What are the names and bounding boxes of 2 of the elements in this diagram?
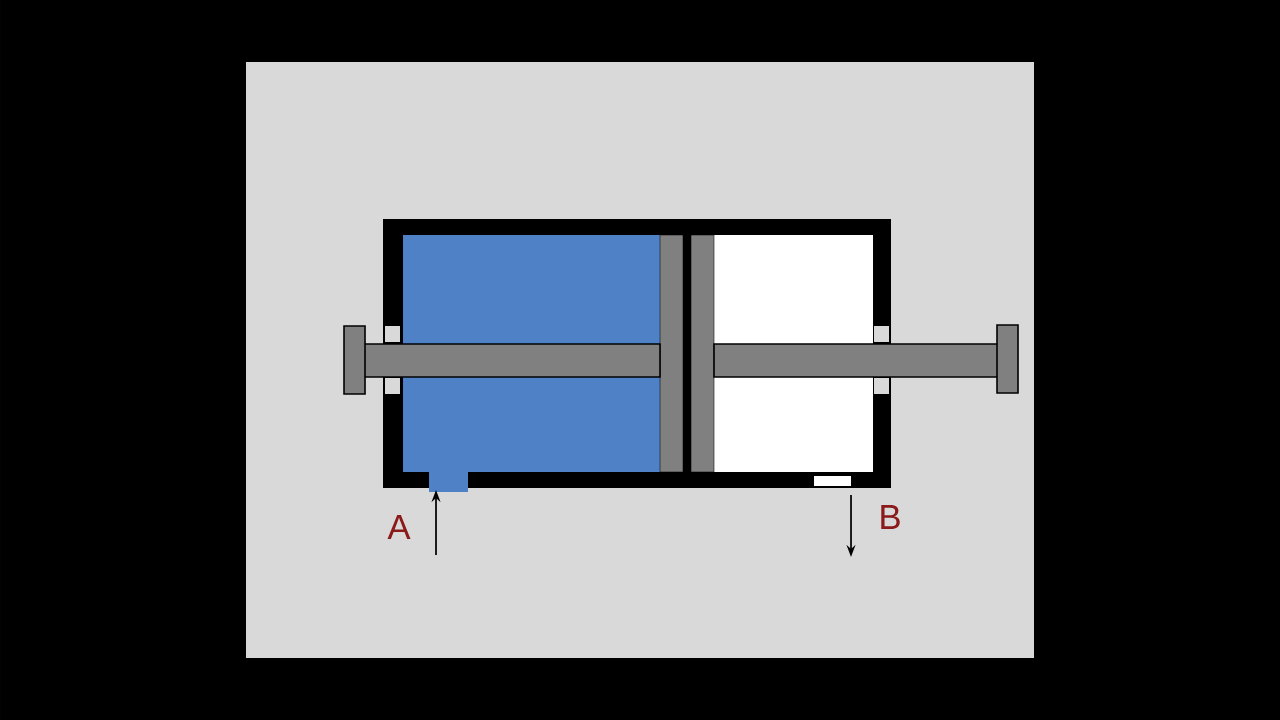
port-label: B [881, 505, 900, 529]
port-label: A [387, 515, 411, 539]
